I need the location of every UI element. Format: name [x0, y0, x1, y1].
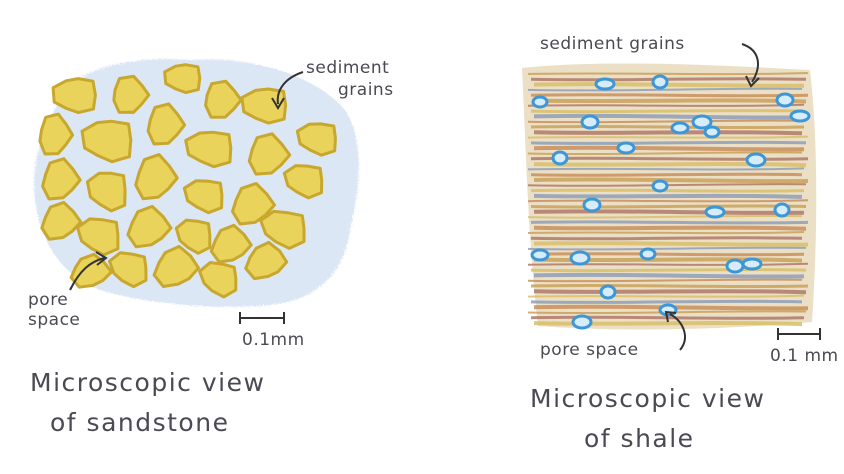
sandstone-caption-line1: Microscopic view: [30, 368, 265, 397]
sandstone-sediment-label-line2: grains: [338, 80, 394, 100]
shale-layer-line: [528, 137, 808, 138]
shale-layer-line: [531, 238, 802, 239]
shale-layer-line: [528, 296, 804, 297]
shale-scale-bar: [778, 328, 820, 340]
shale-layer-line: [528, 232, 804, 233]
shale-pore: [706, 207, 724, 217]
shale-layer-line: [531, 301, 802, 302]
shale-pore: [571, 252, 589, 264]
sandstone-scale-label: 0.1mm: [242, 330, 305, 350]
shale-layer-line: [531, 222, 808, 223]
shale-pore: [582, 116, 598, 128]
shale-panel: [522, 44, 820, 350]
shale-layer-line: [534, 164, 806, 165]
shale-pore: [653, 76, 667, 88]
shale-layer-line: [534, 211, 804, 213]
shale-layer-line: [531, 174, 802, 175]
sandstone-panel: [34, 59, 359, 324]
sandstone-scale-bar: [240, 312, 284, 324]
shale-pore: [532, 250, 548, 260]
shale-layer-line: [531, 206, 806, 207]
shale-pore: [727, 260, 743, 272]
shale-layer-line: [534, 84, 804, 86]
shale-layer-line: [534, 196, 802, 197]
shale-layer-line: [534, 243, 808, 245]
shale-caption-line1: Microscopic view: [530, 384, 765, 413]
shale-layer-line: [531, 126, 804, 127]
shale-layer-line: [528, 168, 804, 169]
shale-layer-line: [534, 132, 802, 133]
shale-pore: [775, 204, 789, 216]
shale-layer-line: [528, 105, 804, 106]
shale-layer-line: [531, 158, 808, 159]
shale-pore: [584, 199, 600, 211]
shale-layer-line: [531, 79, 806, 80]
shale-layer-line: [534, 100, 806, 101]
shale-layer-line: [531, 111, 802, 112]
sandstone-caption-line2: of sandstone: [50, 408, 229, 437]
shale-pore: [573, 316, 591, 328]
shale-pore: [653, 181, 667, 191]
shale-layer-line: [534, 275, 804, 277]
shale-pore: [618, 143, 634, 153]
shale-pore: [743, 259, 761, 269]
sandstone-pore-label-line2: space: [28, 310, 80, 330]
shale-layer-line: [534, 179, 808, 181]
shale-layer-line: [531, 95, 808, 96]
shale-scale-label: 0.1 mm: [770, 346, 839, 366]
shale-layer-line: [534, 116, 808, 118]
sandstone-pore-label-line1: pore: [28, 290, 68, 310]
sandstone-sediment-label-line1: sediment: [306, 58, 389, 78]
shale-layer-line: [534, 291, 806, 292]
shale-sediment-label: sediment grains: [540, 34, 685, 54]
shale-layer-line: [528, 200, 808, 201]
shale-pore: [553, 152, 567, 164]
shale-pore: [705, 127, 719, 137]
shale-pore: [596, 79, 614, 89]
shale-pore: [672, 123, 688, 133]
shale-pore: [601, 286, 615, 298]
shale-pore-label: pore space: [540, 340, 639, 360]
shale-pore: [791, 111, 809, 121]
shale-layer-line: [531, 190, 804, 191]
shale-caption-line2: of shale: [584, 424, 695, 453]
shale-layer-line: [528, 73, 808, 74]
shale-layer-line: [534, 228, 806, 229]
shale-pore: [747, 154, 765, 166]
shale-layer-line: [534, 148, 804, 150]
shale-pore: [641, 249, 655, 259]
shale-layer-line: [528, 264, 808, 265]
shale-pore: [533, 97, 547, 107]
shale-layer-line: [531, 142, 806, 143]
shale-layer-line: [531, 270, 806, 271]
shale-pore: [777, 94, 793, 106]
shale-layer-line: [531, 285, 808, 286]
